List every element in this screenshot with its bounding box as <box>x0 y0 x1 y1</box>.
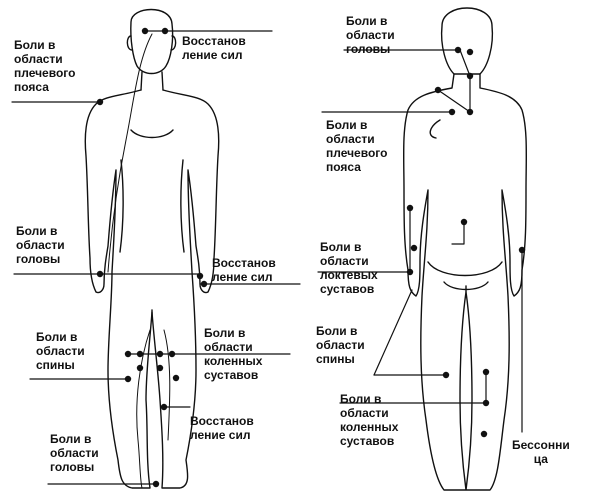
back-body-outline <box>402 73 528 491</box>
point-back-head-1 <box>454 46 462 54</box>
point-back-elbow-3 <box>406 268 414 276</box>
point-front-forehead-r <box>161 27 169 35</box>
point-front-hand-r <box>196 272 204 280</box>
point-back-head-2 <box>466 48 474 56</box>
leader-back-shoulder-top <box>437 89 471 113</box>
point-back-elbow-2 <box>410 244 418 252</box>
point-back-elbow-1 <box>406 204 414 212</box>
point-back-shoulder-2 <box>448 108 456 116</box>
point-back-knee-1 <box>442 371 450 379</box>
point-back-shoulder-3 <box>466 108 474 116</box>
point-front-back-2 <box>136 364 144 372</box>
label-front-head-mid: Боли в области головы <box>16 224 65 266</box>
point-front-back-3 <box>156 364 164 372</box>
point-front-knee-1 <box>124 350 132 358</box>
label-back-head: Боли в области головы <box>346 14 395 56</box>
point-front-back-1 <box>124 375 132 383</box>
point-back-hand <box>518 246 526 254</box>
point-back-knee-3 <box>482 399 490 407</box>
point-back-calf <box>480 430 488 438</box>
leader-back-back-diag <box>373 289 413 376</box>
label-front-shoulder: Боли в области плечевого пояса <box>14 38 76 94</box>
label-back-insomnia: Бессонни ца <box>512 438 570 466</box>
label-front-head-bottom: Боли в области головы <box>50 432 99 474</box>
back-figure <box>402 7 528 491</box>
point-back-shoulder-1 <box>434 86 442 94</box>
point-back-knee-2 <box>482 368 490 376</box>
point-front-hand-r2 <box>200 280 208 288</box>
label-front-recovery-bottom: Восстанов ление сил <box>190 414 254 442</box>
point-front-forehead-l <box>141 27 149 35</box>
label-front-recovery-mid: Восстанов ление сил <box>212 256 276 284</box>
point-front-foot <box>152 480 160 488</box>
front-figure <box>84 8 220 489</box>
label-back-knees: Боли в области коленных суставов <box>340 392 399 448</box>
label-front-back: Боли в области спины <box>36 330 85 372</box>
label-front-recovery-top: Восстанов ление сил <box>182 34 246 62</box>
point-front-back-4 <box>172 374 180 382</box>
front-neck <box>140 71 164 91</box>
leader-back-lumbar <box>451 221 465 245</box>
front-inner-lines <box>119 129 185 321</box>
point-front-shin <box>160 403 168 411</box>
front-meridians <box>107 33 171 489</box>
front-ear-left <box>126 35 133 51</box>
point-front-hand-l <box>96 270 104 278</box>
back-inner-lines <box>427 119 503 293</box>
front-head-outline <box>130 8 174 75</box>
leader-back-neck <box>459 49 471 77</box>
front-ear-right <box>170 35 177 51</box>
point-back-lumbar <box>460 218 468 226</box>
leader-lines <box>11 30 523 485</box>
point-front-knee-4 <box>168 350 176 358</box>
point-front-knee-2 <box>136 350 144 358</box>
label-back-back: Боли в области спины <box>316 324 365 366</box>
label-back-shoulder: Боли в области плечевого пояса <box>326 118 388 174</box>
label-front-knees: Боли в области коленных суставов <box>204 326 263 382</box>
point-front-knee-3 <box>156 350 164 358</box>
back-head-outline <box>440 7 494 75</box>
point-front-shoulder <box>96 98 104 106</box>
label-back-elbows: Боли в области локтевых суставов <box>320 240 378 296</box>
acupoints <box>96 27 526 488</box>
point-back-neck <box>466 72 474 80</box>
